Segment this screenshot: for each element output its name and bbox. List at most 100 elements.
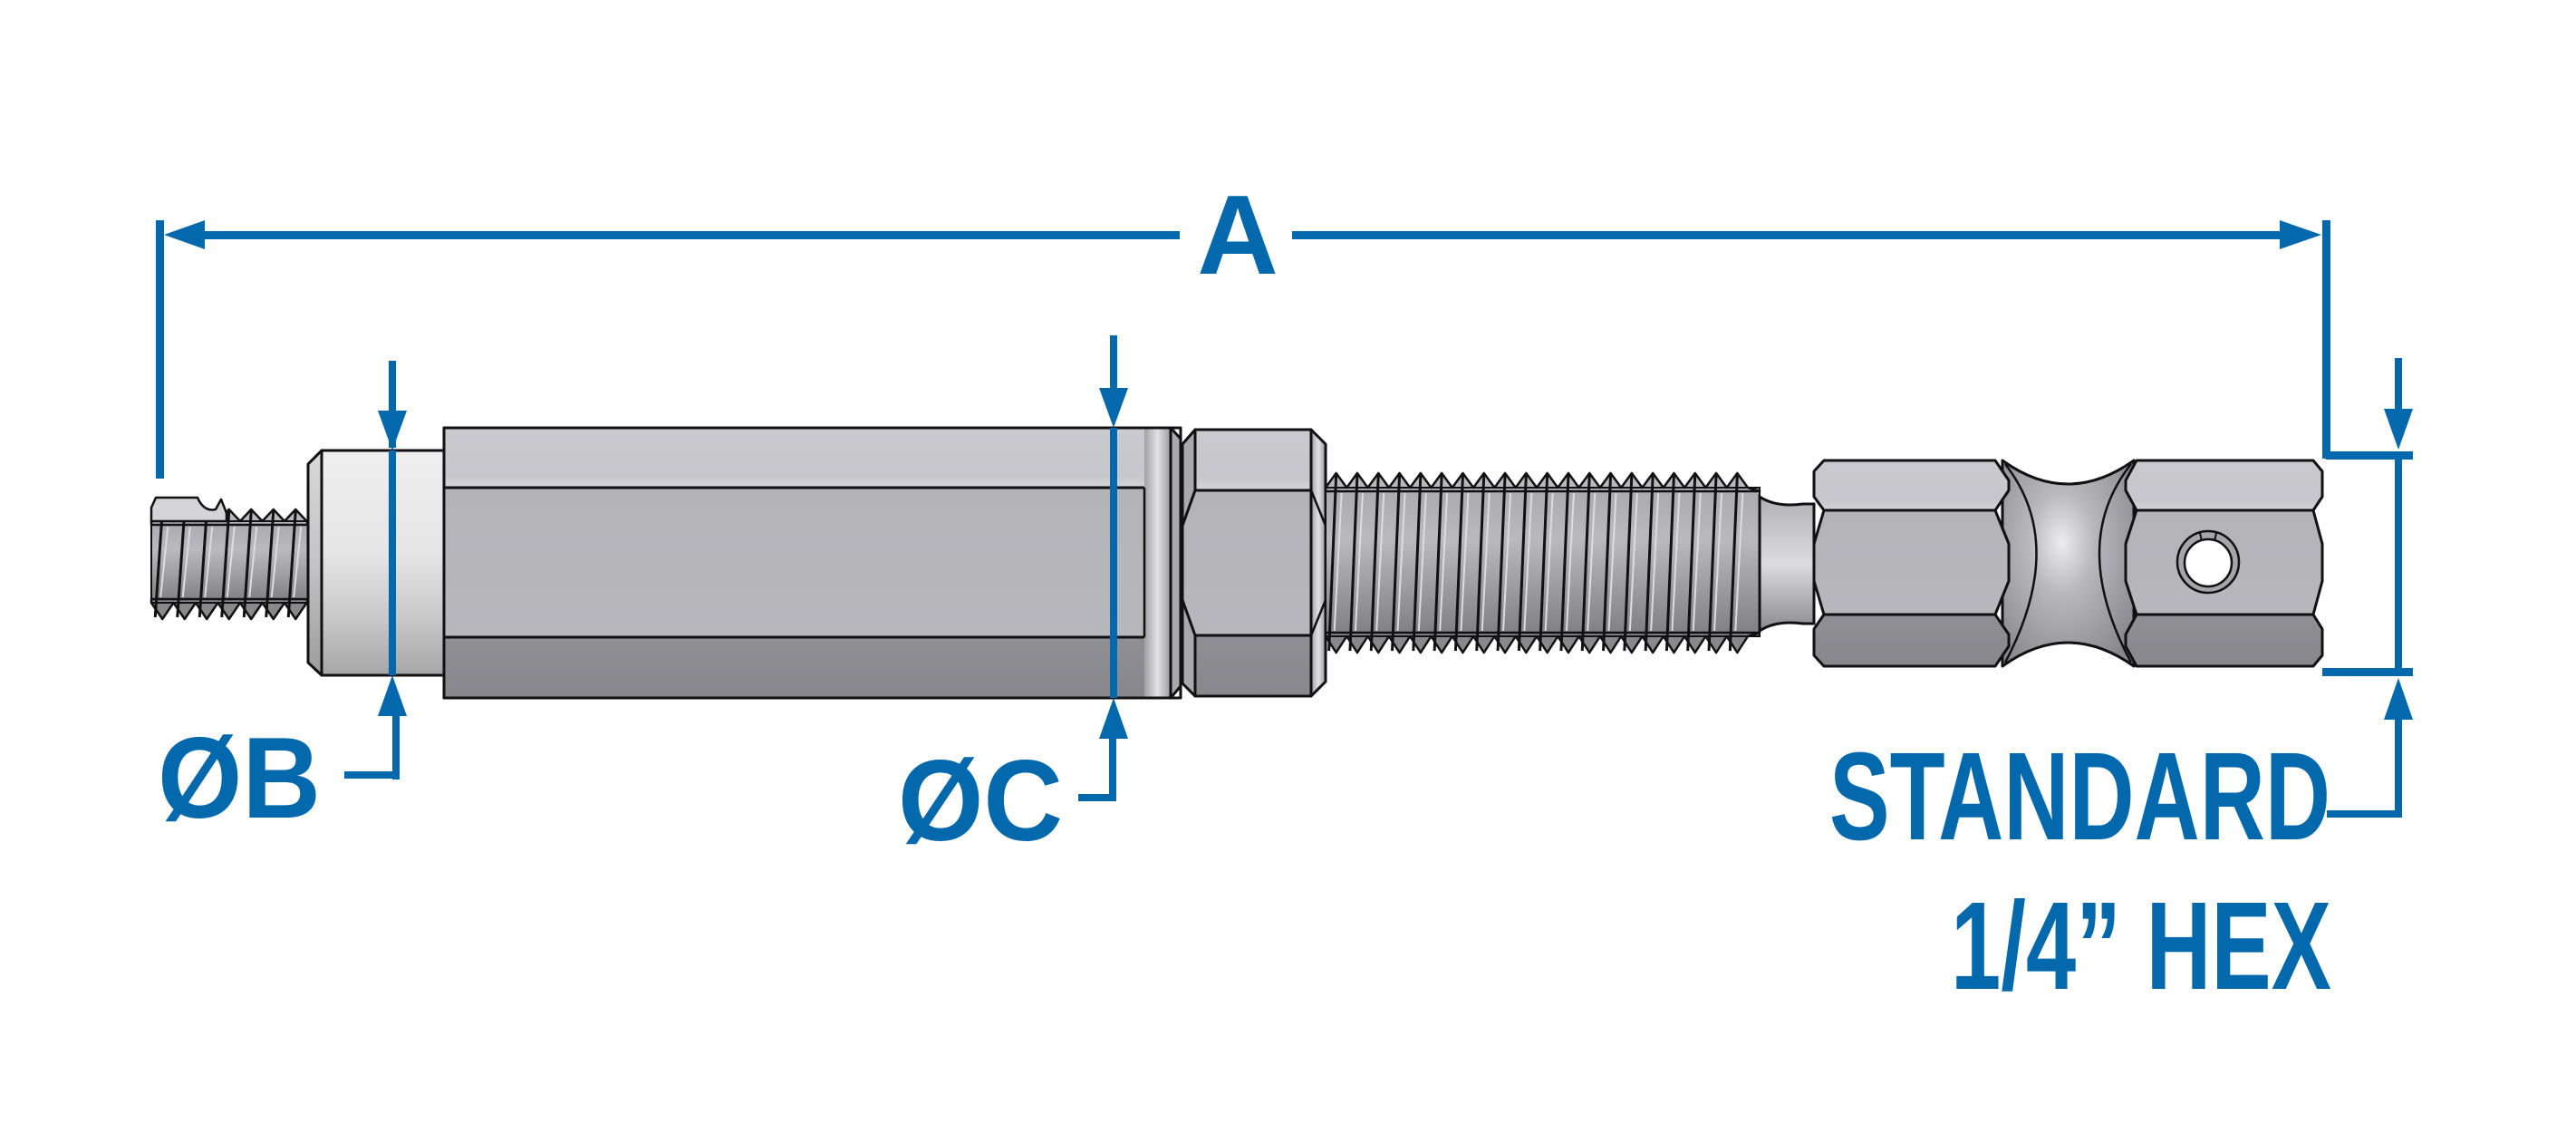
thread-highlight — [1460, 492, 1470, 632]
thread-flank — [265, 510, 275, 618]
body-bottom-face — [442, 635, 1172, 700]
nut-bottom-face — [1193, 634, 1313, 698]
dimension-line-b — [389, 361, 396, 448]
small-thread — [150, 496, 310, 621]
thread-highlight — [1650, 492, 1660, 632]
thread-highlight — [248, 526, 258, 598]
label-a: A — [1197, 173, 1278, 298]
arrow-up-icon — [1099, 698, 1128, 739]
thread-flank — [1644, 474, 1655, 652]
thread-highlight — [1587, 492, 1597, 632]
thread-flank — [1686, 474, 1697, 652]
thread-highlight — [1544, 492, 1554, 632]
thread-flank — [1391, 474, 1402, 652]
arrowhead-right-icon — [2280, 220, 2321, 249]
thread-highlight — [270, 526, 280, 598]
thread-highlight — [1481, 492, 1491, 632]
extension-line-left — [156, 220, 164, 479]
shank-hex2-top-face — [2124, 459, 2324, 512]
thread-neck — [1758, 494, 1816, 634]
thread-flank — [1369, 474, 1380, 652]
thread-flank — [1433, 474, 1443, 652]
nut-right-chamfer — [1309, 428, 1327, 698]
nut-top-face — [1193, 428, 1313, 492]
thread-flank — [1348, 474, 1359, 652]
thread-highlight — [181, 526, 191, 598]
thread-flank — [286, 510, 297, 618]
thread-highlight — [1375, 492, 1385, 632]
main-body — [442, 426, 1182, 700]
thread-highlight — [293, 526, 303, 598]
thread-highlight — [1439, 492, 1449, 632]
arrowhead-left-icon — [164, 220, 205, 249]
thread-highlight — [1396, 492, 1406, 632]
dimension-line-c-through — [1110, 428, 1117, 698]
thread-flank — [1728, 474, 1739, 652]
long-thread — [1324, 471, 1761, 654]
thread-highlight — [1333, 492, 1343, 632]
thread-highlight — [1502, 492, 1512, 632]
arrow-up-icon — [2384, 678, 2413, 720]
dimension-line-hex-middle — [2395, 455, 2402, 673]
arrow-down-icon — [378, 411, 407, 450]
extension-line-hex-top — [2326, 451, 2413, 460]
collar-body — [320, 449, 446, 677]
thread-highlight — [159, 526, 169, 598]
thread-flank — [1602, 474, 1613, 652]
thread-core — [151, 521, 308, 603]
arrow-down-icon — [1099, 388, 1128, 428]
hex-shank — [1812, 459, 2324, 668]
thread-highlight — [226, 526, 236, 598]
cross-hole — [2176, 529, 2241, 595]
leader-b-horizontal — [344, 771, 400, 779]
dimension-line-hex-top — [2395, 358, 2402, 411]
dimension-line-a-left — [199, 231, 1180, 239]
label-hex-size: 1/4” HEX — [1951, 876, 2331, 1016]
arrow-up-icon — [378, 675, 407, 716]
thread-highlight — [1713, 492, 1723, 632]
thread-flank — [220, 510, 231, 618]
thread-highlight — [1734, 492, 1744, 632]
thread-highlight — [1692, 492, 1702, 632]
hex-nut — [1181, 428, 1327, 698]
leader-c-horizontal — [1078, 794, 1116, 801]
hole-icon — [2183, 537, 2233, 588]
body-end-ring — [1144, 429, 1171, 697]
leader-hex-horizontal — [2327, 810, 2402, 818]
thread-tip-cap — [150, 496, 228, 523]
body-top-face — [442, 426, 1172, 489]
thread-flank — [1539, 474, 1549, 652]
dimension-c — [1078, 335, 1128, 801]
thread-flank — [242, 510, 253, 618]
nut-mid-face — [1181, 489, 1327, 637]
dimension-line-a-right — [1292, 231, 2282, 239]
thread-highlight — [1354, 492, 1364, 632]
extension-line-right — [2322, 220, 2330, 459]
thread-highlight — [204, 526, 214, 598]
label-standard: STANDARD — [1829, 727, 2330, 867]
thread-highlight — [1607, 492, 1617, 632]
arrow-down-icon — [2384, 409, 2413, 450]
body-mid-face — [442, 486, 1172, 639]
shank-hex2-bottom-face — [2124, 613, 2324, 668]
shank-hex1-top-face — [1812, 459, 2011, 512]
shank-groove — [2001, 459, 2136, 668]
leader-c-vertical — [1109, 739, 1116, 801]
thread-flank — [1707, 474, 1718, 652]
thread-flank — [1664, 474, 1675, 652]
dimension-line-b-through — [389, 450, 396, 675]
shank-hex1-mid-face — [1812, 508, 2011, 616]
thread-flank — [1623, 474, 1634, 652]
thread-highlight — [1565, 492, 1575, 632]
extension-line-hex-bottom — [2322, 668, 2413, 676]
shank-hex1-bottom-face — [1812, 613, 2011, 668]
thread-flank — [1327, 474, 1338, 652]
label-diameter-b: ØB — [158, 713, 321, 842]
thread-highlight — [1671, 492, 1681, 632]
thread-flank — [1453, 474, 1464, 652]
thread-flank — [153, 510, 164, 618]
thread-flank — [1517, 474, 1528, 652]
thread-flank — [1559, 474, 1570, 652]
